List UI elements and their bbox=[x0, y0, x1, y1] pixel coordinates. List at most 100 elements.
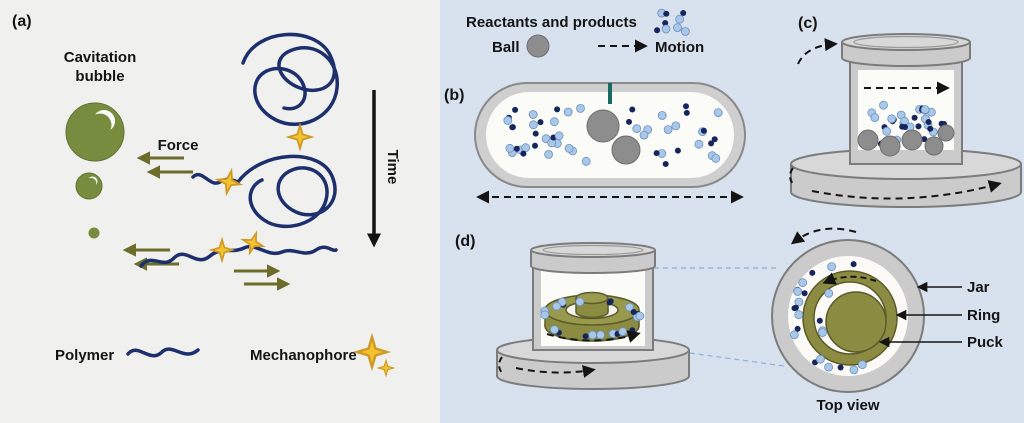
product-particle-dot bbox=[920, 105, 930, 114]
product-particle-dot bbox=[673, 23, 682, 33]
cavitation-bubble-label-line1: Cavitation bbox=[64, 49, 137, 66]
polymer-legend-squiggle bbox=[126, 347, 200, 358]
product-particle-dot bbox=[818, 328, 827, 337]
reactants-products-label: Reactants and products bbox=[466, 14, 637, 31]
reactant-particle-dot bbox=[537, 119, 544, 126]
panel-right: Reactants and products Ball Motion (b) (… bbox=[440, 0, 1024, 423]
milling-ball bbox=[586, 109, 620, 143]
reactant-particle-dot bbox=[927, 125, 934, 132]
product-particle-dot bbox=[798, 278, 808, 288]
panel-c: (c) bbox=[789, 15, 1022, 208]
product-particle-dot bbox=[635, 311, 645, 321]
milling-legend: Reactants and products Ball Motion bbox=[466, 8, 704, 58]
product-particle-dot bbox=[824, 362, 834, 372]
panel-b-label: (b) bbox=[444, 87, 464, 104]
milling-ball bbox=[924, 136, 944, 156]
disk-rotation-arrow bbox=[515, 364, 596, 378]
reactant-particle-dot bbox=[663, 10, 670, 17]
product-particle-dot bbox=[618, 327, 628, 337]
jar-label: Jar bbox=[967, 279, 990, 296]
product-particle-dot bbox=[661, 24, 671, 34]
product-particle-dot bbox=[663, 125, 673, 135]
dots-b bbox=[503, 103, 723, 167]
cavitation-bubble-small bbox=[88, 227, 100, 239]
product-particle-dot bbox=[827, 262, 837, 272]
dots-topview bbox=[789, 261, 867, 375]
reactant-particle-dot bbox=[794, 325, 801, 332]
product-particle-dot bbox=[711, 153, 721, 163]
product-particle-dot bbox=[879, 100, 888, 110]
product-particle-dot bbox=[694, 139, 704, 149]
reactant-particle-dot bbox=[629, 327, 636, 334]
product-particle-dot bbox=[857, 360, 867, 370]
product-particle-dot bbox=[815, 354, 825, 364]
disk-rotation-tick bbox=[498, 356, 503, 374]
product-particle-dot bbox=[713, 108, 723, 117]
product-particle-dot bbox=[887, 114, 897, 124]
polymer-label: Polymer bbox=[55, 347, 114, 364]
reactant-particle-dot bbox=[915, 123, 922, 130]
panel-b: (b) bbox=[444, 82, 746, 204]
polymer-coil-folded bbox=[241, 32, 339, 126]
reactant-particle-dot bbox=[653, 150, 660, 157]
product-particle-dot bbox=[882, 126, 892, 136]
product-particle-dot bbox=[576, 104, 585, 113]
cavitation-bubble-label-line2: bubble bbox=[75, 68, 124, 85]
cavitation-bubble-medium bbox=[75, 172, 103, 200]
ball-legend-icon bbox=[526, 34, 550, 58]
motion-label: Motion bbox=[655, 39, 704, 56]
puck-label: Puck bbox=[967, 334, 1004, 351]
product-particle-dot bbox=[552, 301, 561, 311]
reactant-particle-dot bbox=[680, 10, 687, 16]
reactant-particle-dot bbox=[532, 130, 539, 137]
product-particle-dot bbox=[550, 325, 559, 335]
ring-rotation-arrow-top-view bbox=[822, 272, 877, 285]
reactant-particle-dot bbox=[809, 269, 816, 276]
reactant-particle-dot bbox=[711, 136, 718, 143]
reactant-particle-dot bbox=[509, 124, 516, 131]
reactant-particle-dot bbox=[630, 309, 637, 315]
product-particle-dot bbox=[632, 124, 642, 134]
reactant-particle-dot bbox=[911, 114, 918, 121]
product-particle-dot bbox=[789, 330, 799, 340]
reactant-particle-dot bbox=[708, 140, 715, 147]
disk-rotation-tick bbox=[789, 167, 794, 185]
product-particle-dot bbox=[581, 156, 591, 166]
jar-lid-rim bbox=[542, 244, 644, 256]
product-particle-dot bbox=[564, 143, 574, 153]
product-particle-dot bbox=[675, 14, 685, 24]
reactant-particle-dot bbox=[850, 261, 857, 268]
product-particle-dot bbox=[794, 310, 804, 320]
milling-ball bbox=[937, 124, 955, 142]
reactant-particle-dot bbox=[626, 118, 632, 125]
reactant-particle-dot bbox=[662, 20, 669, 26]
reactant-particle-dot bbox=[582, 333, 589, 340]
product-particle-dot bbox=[596, 330, 606, 340]
product-particle-dot bbox=[503, 116, 513, 125]
jar-rotation-arrow bbox=[797, 38, 838, 65]
top-view: Jar Ring Puck Top view bbox=[771, 227, 1004, 414]
product-particle-dot bbox=[657, 111, 667, 120]
milling-ball bbox=[611, 135, 641, 165]
cavitation-bubble-large bbox=[65, 102, 125, 162]
product-particle-dot bbox=[824, 288, 834, 298]
reactant-particle-dot bbox=[674, 147, 681, 154]
reactant-particle-dot bbox=[629, 106, 636, 113]
ball-label: Ball bbox=[492, 39, 520, 56]
product-particle-dot bbox=[529, 120, 538, 130]
mechanophore-label: Mechanophore bbox=[250, 347, 357, 364]
product-particle-dot bbox=[528, 110, 538, 119]
panel-a: (a) Cavitation bubble Force Time bbox=[0, 0, 440, 423]
reactant-particle-dot bbox=[683, 103, 689, 110]
reactant-particle-dot bbox=[607, 298, 614, 305]
jar-lid-rim bbox=[853, 35, 959, 49]
reactant-particle-dot bbox=[554, 106, 561, 113]
reactant-particle-dot bbox=[816, 317, 823, 324]
product-particle-dot bbox=[794, 297, 804, 307]
product-particle-dot bbox=[575, 297, 585, 307]
force-label: Force bbox=[158, 137, 199, 154]
reactant-particle-dot bbox=[700, 127, 707, 134]
product-particle-dot bbox=[639, 130, 649, 140]
panel-c-label: (c) bbox=[798, 15, 818, 32]
polymer-chain-extended bbox=[139, 244, 338, 268]
